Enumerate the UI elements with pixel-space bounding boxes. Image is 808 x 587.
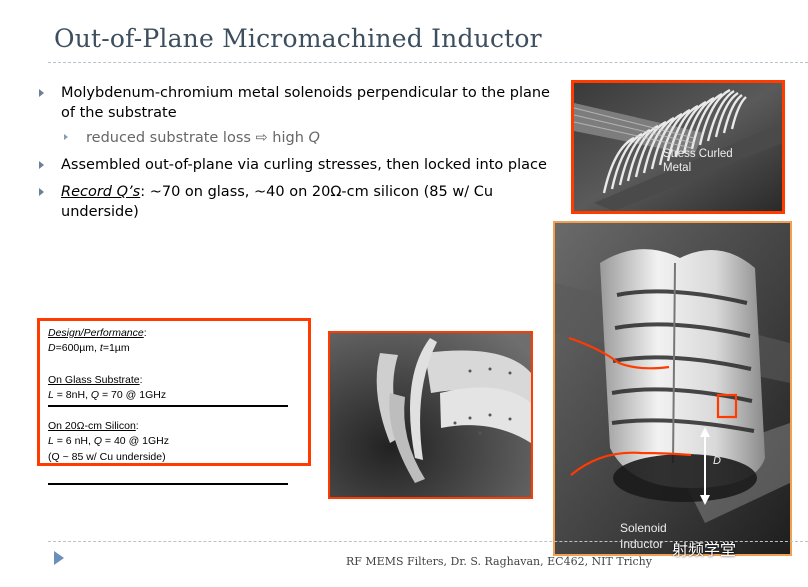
spec-divider: [48, 405, 288, 407]
design-performance-box: [37, 318, 311, 466]
title-divider: [48, 62, 808, 63]
bullet-arrow-icon: [39, 161, 44, 169]
footer-arrow-icon: [54, 551, 64, 565]
spec-bottom-rule: [48, 483, 288, 485]
footer-divider: [48, 541, 808, 542]
spec-silicon-heading: On 20Ω-cm Silicon:: [48, 420, 139, 432]
record-q-label: Record Q’s: [61, 184, 141, 200]
bullet-1-line-2: of the substrate: [61, 105, 177, 121]
curled-metal-label: Stress Curled Metal: [663, 148, 733, 174]
sub-bullet-q: Q: [308, 130, 320, 146]
stress-curled-metal-photo: Stress Curled Metal: [571, 80, 785, 214]
bullet-3-line-2: underside): [61, 204, 139, 220]
bullet-3-rest: : ~70 on glass, ~40 on 20Ω-cm silicon (8…: [140, 184, 494, 200]
solenoid-inductor-label: Solenoid Inductor: [620, 521, 667, 551]
solenoid-inductor-photo: D Solenoid Inductor: [553, 221, 792, 556]
spec-dimensions: D=600µm, t=1µm: [48, 342, 130, 354]
bullet-1: Molybdenum-chromium metal solenoids perp…: [61, 83, 550, 123]
sub-bullet-1: reduced substrate loss ⇨ high Q: [86, 128, 320, 148]
spec-glass-values: L = 8nH, Q = 70 @ 1GHz: [48, 389, 167, 401]
spec-glass-heading: On Glass Substrate:: [48, 374, 143, 386]
solenoid-image: [555, 223, 790, 554]
spec-silicon-values: L = 6 nH, Q = 40 @ 1GHz: [48, 435, 169, 447]
bullet-1-line-1: Molybdenum-chromium metal solenoids perp…: [61, 85, 550, 101]
sub-bullet-text: reduced substrate loss ⇨ high: [86, 130, 309, 146]
bullet-arrow-icon: [39, 188, 44, 196]
curled-metal-image: [574, 83, 782, 211]
bullet-2: Assembled out-of-plane via curling stres…: [61, 157, 547, 173]
diameter-label: D: [713, 455, 721, 467]
bullet-3: Record Q’s: ~70 on glass, ~40 on 20Ω-cm …: [61, 182, 493, 222]
footer-credit: RF MEMS Filters, Dr. S. Raghavan, EC462,…: [346, 555, 652, 568]
spec-heading: Design/Performance:: [48, 327, 147, 339]
spec-cu-note: (Q ~ 85 w/ Cu underside): [48, 451, 166, 463]
watermark-text: 射频学堂: [672, 540, 737, 559]
sub-bullet-arrow-icon: [64, 134, 68, 140]
slide-title: Out-of-Plane Micromachined Inductor: [54, 24, 542, 53]
curled-plates-closeup-photo: [328, 331, 533, 499]
closeup-image: [330, 333, 531, 497]
bullet-arrow-icon: [39, 89, 44, 97]
